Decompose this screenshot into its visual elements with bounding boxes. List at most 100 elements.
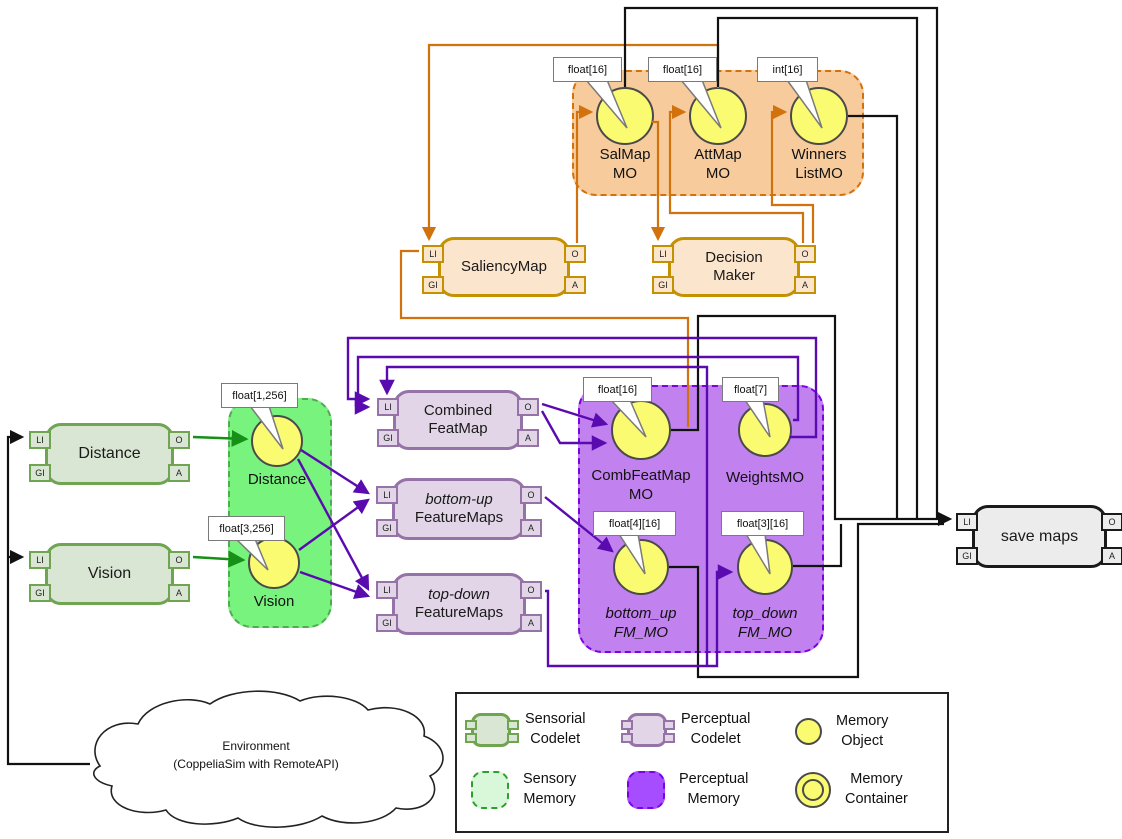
label-line: FM_MO (737, 624, 793, 642)
port-gi-bottom-up-featuremaps: GI (376, 519, 398, 537)
legend-label-line2: Memory (687, 790, 740, 807)
label-line: Maker (713, 267, 755, 284)
codelet-port-tab (621, 719, 633, 730)
memory-object-vision-mo (248, 537, 300, 589)
label-line: Vision (253, 593, 295, 610)
codelet-port-tab (507, 732, 519, 743)
environment-label-line1: Environment (222, 739, 290, 753)
port-gi-saliencymap: GI (422, 276, 444, 294)
port-o-bottom-up-featuremaps: O (520, 486, 542, 504)
port-o-saliencymap: O (564, 245, 586, 263)
port-o-vision-codelet: O (168, 551, 190, 569)
label-line: Decision (705, 248, 763, 266)
label-line: top_down (732, 605, 798, 622)
memory-object-distance-mo (251, 415, 303, 467)
codelet-port-tab (507, 719, 519, 730)
port-gi-top-down-featuremaps: GI (376, 614, 398, 632)
callout-distance-type: float[1,256] (221, 383, 298, 408)
memory-object-label-vision-mo: Vision (204, 592, 344, 611)
port-a-decision-maker: A (794, 276, 816, 294)
port-a-saliencymap: A (564, 276, 586, 294)
codelet-purple-icon (621, 712, 675, 747)
codelet-port-tab (621, 732, 633, 743)
port-gi-distance-codelet: GI (29, 464, 51, 482)
port-a-top-down-featuremaps: A (520, 614, 542, 632)
label-line: top-down (428, 585, 490, 603)
codelet-green-icon (465, 712, 519, 747)
label-line: ListMO (795, 165, 843, 183)
memory-object-attmap-mo (689, 87, 747, 145)
label-line: Distance (247, 471, 307, 488)
label-line: Vision (87, 565, 132, 583)
memory-object-top-down-fm-mo (737, 539, 793, 595)
callout-combfeatmap-type: float[16] (583, 377, 652, 402)
memory-object-weights-mo (738, 403, 792, 457)
port-li-distance-codelet: LI (29, 431, 51, 449)
callout-bottomup-type: float[4][16] (593, 511, 676, 536)
codelet-label: SaliencyMap (461, 258, 547, 276)
codelet-port-tab (663, 719, 675, 730)
memory-container-icon (795, 771, 831, 808)
port-a-combined-featmap: A (517, 429, 539, 447)
label-line: FeatMap (428, 420, 488, 437)
port-gi-save-maps: GI (956, 547, 978, 565)
label-line: Combined (423, 401, 493, 419)
codelet-port-tab (663, 732, 675, 743)
port-gi-vision-codelet: GI (29, 584, 51, 602)
callout-winners-type: int[16] (757, 57, 818, 82)
memory-object-icon (795, 718, 822, 746)
callout-salmap-type: float[16] (553, 57, 622, 82)
codelet-port-tab (465, 732, 477, 743)
memory-container-inner-ring (802, 778, 824, 801)
port-o-decision-maker: O (794, 245, 816, 263)
port-o-top-down-featuremaps: O (520, 581, 542, 599)
port-li-save-maps: LI (956, 513, 978, 531)
port-a-distance-codelet: A (168, 464, 190, 482)
perceptual-memory-icon (627, 770, 665, 809)
legend-label-line1: Sensorial (525, 711, 586, 727)
label-line: save maps (1000, 527, 1079, 545)
callout-vision-type: float[3,256] (208, 516, 285, 541)
label-line: Distance (78, 445, 141, 463)
label-line: WeightsMO (725, 469, 805, 486)
legend-label-line1: Perceptual (681, 711, 751, 727)
callout-attmap-type: float[16] (648, 57, 717, 82)
label-line: MO (628, 486, 654, 504)
legend-label-line2: Codelet (530, 730, 581, 747)
legend-label-line1: Memory (836, 713, 889, 729)
label-line: FM_MO (613, 624, 669, 642)
label-line: CombFeatMap (591, 467, 691, 484)
port-o-combined-featmap: O (517, 398, 539, 416)
label-line: FeatureMaps (414, 604, 504, 621)
memory-object-label-distance-mo: Distance (207, 470, 347, 489)
legend-label-line2: Object (841, 732, 884, 749)
memory-object-winners-list-mo (790, 87, 848, 145)
label-line: SaliencyMap (461, 257, 547, 275)
label-line: Winners (791, 146, 847, 163)
port-li-saliencymap: LI (422, 245, 444, 263)
memory-object-bottom-up-fm-mo (613, 539, 669, 595)
port-o-distance-codelet: O (168, 431, 190, 449)
legend-label-line2: Memory (523, 790, 576, 807)
sensory-memory-icon (471, 770, 509, 809)
legend-label-line1: Perceptual (679, 771, 749, 787)
